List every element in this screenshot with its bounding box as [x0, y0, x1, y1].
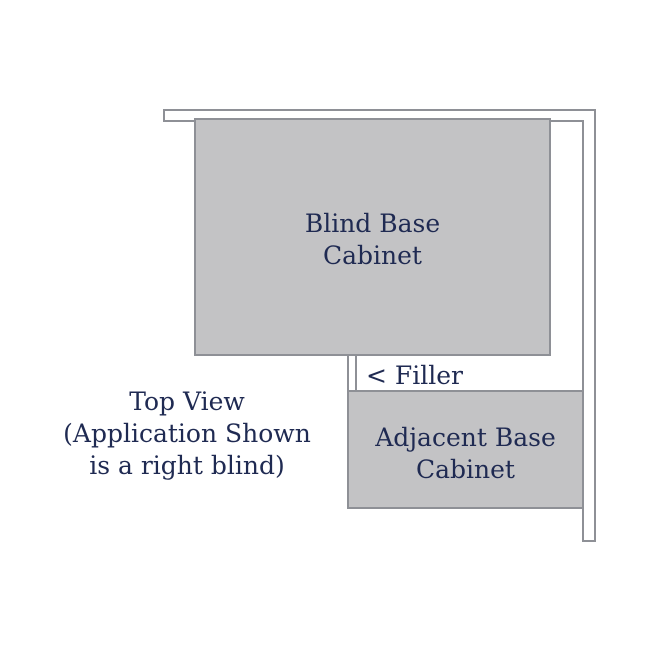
adjacent-cabinet-label: Adjacent Base Cabinet: [375, 423, 556, 484]
filler-label: < Filler: [366, 361, 463, 390]
blind-cabinet-label: Blind Base Cabinet: [304, 209, 441, 270]
filler-strip: [347, 354, 357, 392]
diagram-caption: Top View (Application Shown is a right b…: [63, 387, 311, 480]
wall-outline: [163, 109, 596, 542]
blind-base-cabinet: [194, 118, 551, 356]
adjacent-base-cabinet: [347, 390, 584, 509]
